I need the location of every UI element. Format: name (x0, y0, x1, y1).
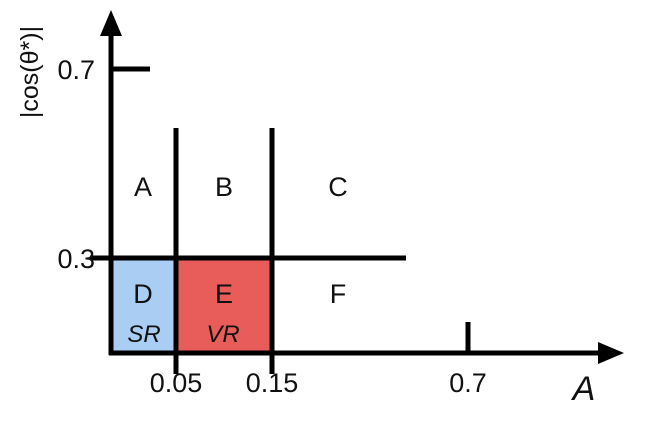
y-axis-title: |cos(θ*)| (16, 26, 44, 118)
x-tick-label: 0.7 (449, 368, 487, 398)
x-tick-label: 0.15 (246, 368, 299, 398)
y-tick-label: 0.3 (57, 244, 95, 274)
x-tick-label: 0.05 (150, 368, 203, 398)
region-sublabel-sr: SR (127, 321, 160, 348)
region-label-c: C (328, 172, 348, 202)
region-label-b: B (215, 172, 233, 202)
y-axis-arrowhead (100, 10, 122, 36)
region-label-d: D (133, 279, 153, 309)
x-axis-arrowhead (598, 342, 624, 364)
region-e-fill (176, 258, 272, 353)
x-axis-title: A (571, 370, 596, 408)
region-label-e: E (215, 279, 233, 309)
region-d-fill (111, 258, 176, 353)
y-tick-label: 0.7 (57, 55, 95, 85)
region-label-a: A (134, 172, 152, 202)
region-label-f: F (330, 279, 347, 309)
region-sublabel-vr: VR (206, 321, 239, 348)
